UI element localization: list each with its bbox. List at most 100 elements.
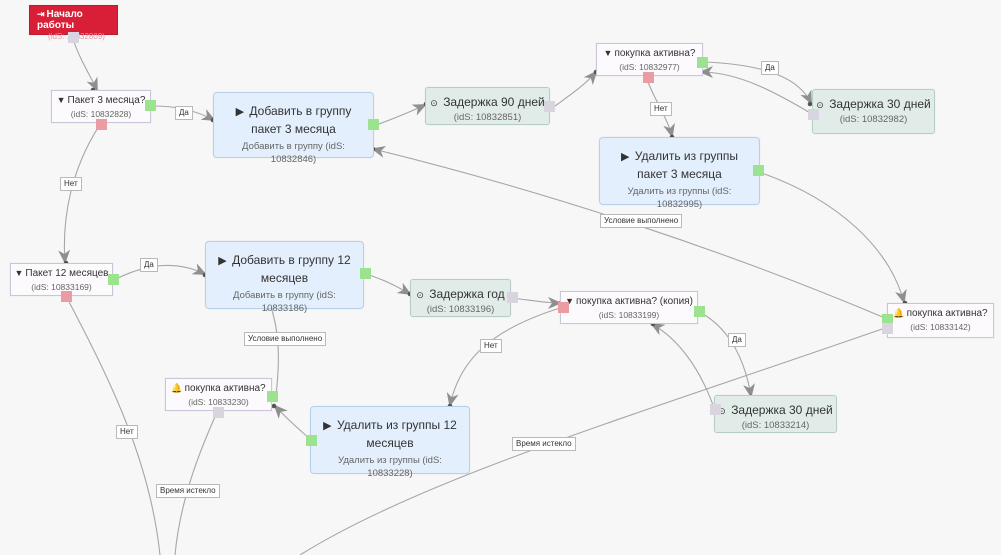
port-no[interactable]: [643, 72, 654, 83]
e2-title-text: покупка активна?: [184, 383, 266, 394]
d4-title: ⊙ Задержка 30 дней: [715, 403, 836, 417]
edge-start-c1: [72, 38, 98, 92]
play-icon: ▶: [235, 106, 245, 118]
a3-sub: Добавить в группу (idS: 10833186): [233, 290, 336, 314]
node-c3[interactable]: ▼Пакет 12 месяцев (idS: 10833169): [10, 263, 119, 302]
c2-id: (idS: 10832977): [619, 62, 680, 72]
a2-title-text: Удалить из группы пакет 3 месяца: [634, 149, 739, 181]
port-expired[interactable]: [882, 323, 893, 334]
port-out[interactable]: [360, 268, 371, 279]
node-c4[interactable]: ▼покупка активна? (копия) (idS: 10833199…: [558, 291, 705, 324]
node-d1[interactable]: ⊙ Задержка 90 дней (idS: 10832851): [425, 87, 555, 125]
clock-icon: ⊙: [816, 100, 824, 110]
a2-sub: Удалить из группы (idS: 10832995): [627, 186, 732, 210]
c2-title-text: покупка активна?: [614, 48, 696, 59]
d3-title-text: Задержка год: [429, 287, 505, 301]
a1-title: ▶ Добавить в группу пакет 3 месяца: [214, 103, 373, 138]
c1-id: (idS: 10832828): [70, 109, 132, 119]
play-icon: ▶: [620, 151, 630, 163]
bell-icon: 🔔: [893, 308, 905, 318]
edge-label-c2-yes: Да: [761, 61, 779, 75]
d1-id: (idS: 10832851): [453, 112, 522, 123]
a3-title-text: Добавить в группу 12 месяцев: [232, 253, 351, 285]
c3-title: ▼Пакет 12 месяцев: [11, 268, 112, 279]
port-yes[interactable]: [694, 306, 705, 317]
node-c2[interactable]: ▼покупка активна? (idS: 10832977): [596, 43, 708, 83]
port-met[interactable]: [882, 314, 893, 325]
d2-title: ⊙ Задержка 30 дней: [813, 97, 934, 111]
port-yes[interactable]: [108, 274, 119, 285]
port-out[interactable]: [368, 119, 379, 130]
edge-c1-c3-no: [58, 122, 102, 264]
port-out[interactable]: [808, 109, 819, 120]
filter-icon: ▼: [14, 268, 24, 278]
node-e1[interactable]: 🔔покупка активна? (idS: 10833142): [882, 303, 994, 338]
edge-label-c2-no: Нет: [650, 102, 672, 116]
e1-id: (idS: 10833142): [910, 322, 971, 332]
c4-title-text: покупка активна? (копия): [576, 296, 693, 307]
clock-icon: ⊙: [416, 290, 424, 300]
port-out[interactable]: [753, 165, 764, 176]
d1-title: ⊙ Задержка 90 дней: [426, 95, 549, 109]
edge-label-c1-yes: Да: [175, 106, 193, 120]
node-a1[interactable]: ▶ Добавить в группу пакет 3 месяца Добав…: [213, 92, 379, 165]
edge-c4-d4-yes: [702, 313, 755, 398]
a4-sub: Удалить из группы (idS: 10833228): [338, 455, 442, 479]
node-e2[interactable]: 🔔покупка активна? (idS: 10833230): [165, 378, 278, 418]
edge-a3-d3: [365, 273, 412, 296]
a1-title-text: Добавить в группу пакет 3 месяца: [249, 104, 352, 136]
node-start[interactable]: ⇥Начало работы (idS: 10832809): [29, 5, 118, 43]
port-out[interactable]: [710, 404, 721, 415]
edge-a1-d1: [378, 104, 427, 125]
sign-in-icon: ⇥: [37, 9, 45, 19]
e1-title-text: покупка активна?: [906, 308, 988, 319]
a2-title: ▶ Удалить из группы пакет 3 месяца: [600, 148, 759, 183]
port-yes[interactable]: [697, 57, 708, 68]
node-d2[interactable]: ⊙ Задержка 30 дней (idS: 10832982): [808, 89, 935, 134]
d3-title: ⊙ Задержка год: [411, 287, 510, 301]
port-in[interactable]: [306, 435, 317, 446]
edge-d1-c2: [554, 70, 598, 107]
port-met[interactable]: [267, 391, 278, 402]
node-d3[interactable]: ⊙ Задержка год (idS: 10833196): [410, 279, 518, 317]
clock-icon: ⊙: [718, 406, 726, 416]
port-out[interactable]: [68, 32, 79, 43]
edge-label-e1-expired: Время истекло: [512, 437, 576, 451]
node-a4[interactable]: ▶ Удалить из группы 12 месяцев Удалить и…: [306, 406, 470, 479]
c4-title: ▼покупка активна? (копия): [561, 296, 697, 307]
port-no[interactable]: [61, 291, 72, 302]
edge-label-e1-met: Условие выполнено: [600, 214, 683, 228]
d3-id: (idS: 10833196): [426, 304, 495, 315]
edge-d2-c2-back: [699, 66, 813, 115]
a3-title: ▶ Добавить в группу 12 месяцев: [206, 252, 363, 287]
d4-title-text: Задержка 30 дней: [731, 403, 833, 417]
play-icon: ▶: [323, 420, 332, 432]
port-no[interactable]: [558, 302, 569, 313]
play-icon: ▶: [218, 255, 227, 267]
c3-title-text: Пакет 12 месяцев: [25, 268, 109, 279]
a4-title: ▶ Удалить из группы 12 месяцев: [311, 417, 469, 452]
port-expired[interactable]: [213, 407, 224, 418]
d4-id: (idS: 10833214): [741, 420, 810, 431]
port-out[interactable]: [544, 101, 555, 112]
edge-c2-d2-yes: [705, 61, 812, 105]
edge-label-c3-yes: Да: [140, 258, 158, 272]
a1-sub: Добавить в группу (idS: 10832846): [242, 141, 345, 165]
node-a3[interactable]: ▶ Добавить в группу 12 месяцев Добавить …: [205, 241, 371, 314]
port-out[interactable]: [507, 292, 518, 303]
node-a2[interactable]: ▶ Удалить из группы пакет 3 месяца Удали…: [599, 137, 764, 210]
edge-d3-c4: [510, 296, 562, 309]
start-title-text: Начало работы: [37, 9, 83, 31]
c3-id: (idS: 10833169): [31, 282, 92, 292]
bell-icon: 🔔: [171, 383, 183, 393]
d1-title-text: Задержка 90 дней: [443, 95, 545, 109]
port-yes[interactable]: [145, 100, 156, 111]
node-c1[interactable]: ▼Пакет 3 месяца? (idS: 10832828): [51, 90, 156, 130]
port-no[interactable]: [96, 119, 107, 130]
node-d4[interactable]: ⊙ Задержка 30 дней (idS: 10833214): [710, 395, 837, 433]
edge-a2-e1: [758, 171, 907, 304]
edge-label-c3-no: Нет: [116, 425, 138, 439]
edge-label-e2-expired: Время истекло: [156, 484, 220, 498]
clock-icon: ⊙: [430, 98, 438, 108]
